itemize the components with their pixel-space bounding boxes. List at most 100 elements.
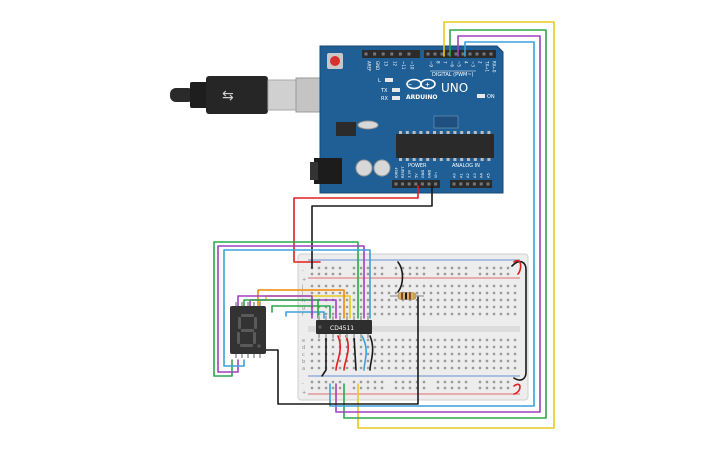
wire-red-rail[interactable] — [513, 259, 522, 395]
breadboard-rail-hole[interactable] — [415, 266, 419, 270]
breadboard-rail-hole[interactable] — [422, 272, 426, 276]
breadboard-hole[interactable] — [373, 284, 377, 288]
breadboard-hole[interactable] — [331, 366, 335, 370]
breadboard-rail-hole[interactable] — [394, 272, 398, 276]
breadboard-hole[interactable] — [352, 298, 356, 302]
breadboard-rail-hole[interactable] — [380, 266, 384, 270]
breadboard-hole[interactable] — [338, 366, 342, 370]
breadboard-rail-hole[interactable] — [317, 272, 321, 276]
breadboard-hole[interactable] — [380, 284, 384, 288]
wire-green-seg-2[interactable] — [271, 305, 331, 319]
breadboard-rail-hole[interactable] — [478, 380, 482, 384]
breadboard-hole[interactable] — [485, 284, 489, 288]
arduino-analog-pin-hole[interactable] — [452, 182, 456, 186]
breadboard-rail-hole[interactable] — [352, 386, 356, 390]
breadboard-hole[interactable] — [415, 352, 419, 356]
breadboard-hole[interactable] — [457, 366, 461, 370]
breadboard-hole[interactable] — [471, 345, 475, 349]
breadboard-hole[interactable] — [436, 345, 440, 349]
breadboard-hole[interactable] — [450, 312, 454, 316]
breadboard-hole[interactable] — [499, 366, 503, 370]
breadboard-hole[interactable] — [485, 298, 489, 302]
breadboard-hole[interactable] — [310, 352, 314, 356]
breadboard-hole[interactable] — [492, 298, 496, 302]
breadboard-rail-hole[interactable] — [408, 386, 412, 390]
breadboard-hole[interactable] — [345, 345, 349, 349]
breadboard-hole[interactable] — [359, 338, 363, 342]
wire-purple-seg[interactable] — [217, 245, 365, 373]
arduino-pin-hole[interactable] — [475, 52, 479, 56]
breadboard-hole[interactable] — [457, 345, 461, 349]
breadboard-rail-hole[interactable] — [485, 272, 489, 276]
breadboard-hole[interactable] — [422, 345, 426, 349]
breadboard-hole[interactable] — [450, 345, 454, 349]
breadboard-hole[interactable] — [366, 291, 370, 295]
breadboard-hole[interactable] — [373, 345, 377, 349]
breadboard-rail-hole[interactable] — [485, 386, 489, 390]
breadboard-hole[interactable] — [317, 366, 321, 370]
breadboard-hole[interactable] — [394, 352, 398, 356]
breadboard-hole[interactable] — [317, 359, 321, 363]
wire-purple-seg-3[interactable] — [237, 295, 313, 319]
breadboard-hole[interactable] — [436, 305, 440, 309]
breadboard-hole[interactable] — [471, 291, 475, 295]
breadboard-rail-hole[interactable] — [443, 272, 447, 276]
breadboard-hole[interactable] — [499, 305, 503, 309]
breadboard-hole[interactable] — [338, 359, 342, 363]
breadboard-hole[interactable] — [471, 352, 475, 356]
breadboard-rail-hole[interactable] — [450, 266, 454, 270]
breadboard-hole[interactable] — [450, 298, 454, 302]
breadboard-hole[interactable] — [464, 366, 468, 370]
breadboard-hole[interactable] — [373, 352, 377, 356]
breadboard-hole[interactable] — [387, 345, 391, 349]
breadboard-hole[interactable] — [499, 345, 503, 349]
breadboard-hole[interactable] — [310, 338, 314, 342]
breadboard-hole[interactable] — [478, 338, 482, 342]
breadboard-rail-hole[interactable] — [436, 380, 440, 384]
breadboard-rail-hole[interactable] — [324, 380, 328, 384]
breadboard-hole[interactable] — [492, 305, 496, 309]
breadboard-hole[interactable] — [471, 284, 475, 288]
breadboard-hole[interactable] — [506, 291, 510, 295]
breadboard-hole[interactable] — [429, 298, 433, 302]
breadboard-rail-hole[interactable] — [499, 380, 503, 384]
breadboard-hole[interactable] — [359, 298, 363, 302]
breadboard-hole[interactable] — [394, 338, 398, 342]
breadboard-hole[interactable] — [331, 345, 335, 349]
arduino-power-pin-hole[interactable] — [420, 182, 424, 186]
breadboard-hole[interactable] — [401, 284, 405, 288]
breadboard-hole[interactable] — [422, 312, 426, 316]
breadboard-hole[interactable] — [429, 312, 433, 316]
wire-black-chip-1[interactable] — [321, 335, 327, 377]
breadboard-hole[interactable] — [338, 291, 342, 295]
wire-purple-pin5[interactable] — [335, 35, 541, 413]
breadboard-hole[interactable] — [338, 312, 342, 316]
breadboard-hole[interactable] — [485, 359, 489, 363]
breadboard-hole[interactable] — [359, 352, 363, 356]
breadboard-rail-hole[interactable] — [331, 380, 335, 384]
breadboard-hole[interactable] — [338, 284, 342, 288]
breadboard-hole[interactable] — [324, 284, 328, 288]
breadboard-hole[interactable] — [485, 305, 489, 309]
arduino-pin-hole[interactable] — [447, 52, 451, 56]
breadboard-hole[interactable] — [387, 298, 391, 302]
cd4511-chip[interactable]: CD4511 — [316, 316, 372, 338]
breadboard-hole[interactable] — [422, 366, 426, 370]
breadboard-rail-hole[interactable] — [506, 386, 510, 390]
breadboard-hole[interactable] — [380, 312, 384, 316]
breadboard-hole[interactable] — [422, 359, 426, 363]
breadboard-hole[interactable] — [422, 298, 426, 302]
breadboard-hole[interactable] — [464, 345, 468, 349]
breadboard-rail-hole[interactable] — [464, 266, 468, 270]
arduino-pin-hole[interactable] — [454, 52, 458, 56]
breadboard-hole[interactable] — [317, 284, 321, 288]
breadboard-hole[interactable] — [464, 291, 468, 295]
breadboard-rail-hole[interactable] — [422, 266, 426, 270]
breadboard-hole[interactable] — [373, 359, 377, 363]
breadboard-rail-hole[interactable] — [408, 266, 412, 270]
breadboard-hole[interactable] — [429, 366, 433, 370]
breadboard-hole[interactable] — [366, 359, 370, 363]
wire-blue-seg-2[interactable] — [285, 311, 325, 319]
breadboard-rail-hole[interactable] — [499, 266, 503, 270]
breadboard-hole[interactable] — [415, 291, 419, 295]
